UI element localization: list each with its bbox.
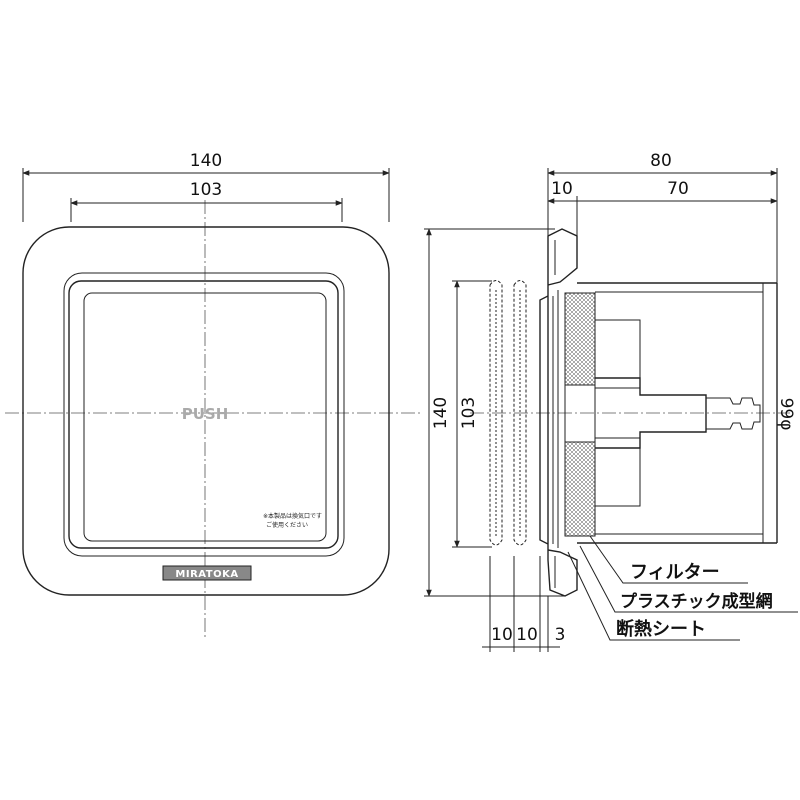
dim-103-front-width: 103 [190,180,222,200]
front-view: PUSH ※本製品は換気口です ご使用ください MIRATOKA 140 103 [5,151,420,640]
front-face-panel [68,280,339,549]
filter-mesh [564,292,596,386]
note-line-2: ご使用ください [266,521,308,529]
front-face-outer [63,272,345,557]
filter-mesh-lower [564,441,596,537]
dim-bottom-10-a: 10 [491,625,513,645]
leader-insulation [567,551,740,641]
front-flange [539,228,578,597]
dim-70-back-depth: 70 [667,179,689,199]
dim-bottom-3: 3 [555,625,566,645]
clip-end [706,397,761,430]
louver-ribs [489,280,527,546]
inner-bracket-top [595,319,641,388]
label-plastic-mesh: プラスチック成型網 [620,591,773,612]
brand-plate [162,565,252,581]
leader-filter [589,535,748,584]
push-label: PUSH [182,405,229,423]
note-line-1: ※本製品は換気口です [263,512,322,520]
filter-core [564,384,596,443]
dim-140-front-width: 140 [190,151,222,171]
leader-plastic-mesh [579,545,798,613]
side-view: 80 10 70 140 103 [424,151,798,652]
inner-bracket-bottom [595,438,641,507]
dim-10-front-depth: 10 [551,179,573,199]
dim-99-diameter: 99φ [776,398,796,431]
label-filter: フィルター [630,562,720,583]
front-outer-frame [22,226,390,596]
dim-bottom-10-b: 10 [516,625,538,645]
label-insulation: 断熱シート [616,618,706,640]
dim-103-height: 103 [459,397,479,429]
front-face-inner [83,292,327,542]
center-stem [595,377,707,449]
dim-80-depth: 80 [650,151,672,171]
dim-140-height: 140 [431,397,451,429]
brand-label: MIRATOKA [175,569,238,580]
